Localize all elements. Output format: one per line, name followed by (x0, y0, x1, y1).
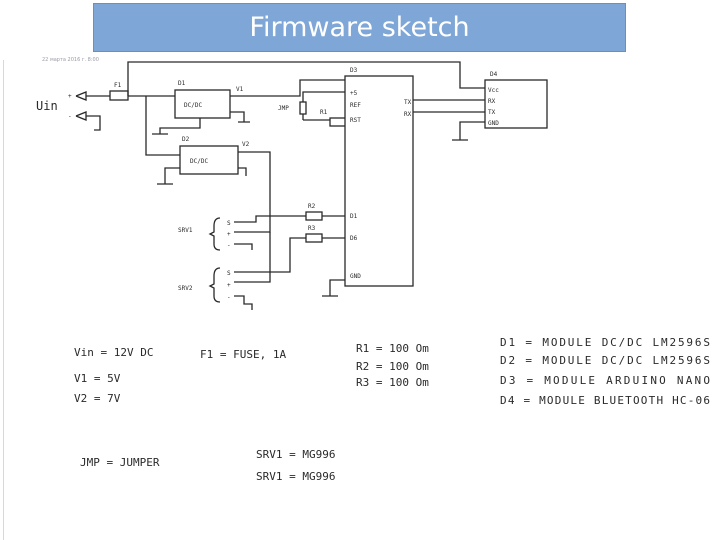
wire-r2 (240, 215, 345, 223)
srv2-pin-plus: + (227, 282, 231, 289)
wire-d1-gnd (152, 118, 201, 135)
resistor-r2-label: R2 (308, 203, 316, 210)
jumper-label: JMP (278, 105, 289, 112)
module-d3-label: D3 (350, 67, 358, 74)
wire-d4-gnd (452, 121, 485, 141)
input-label: Uin (36, 99, 58, 113)
input-minus-terminal (75, 111, 101, 131)
d3-pin-ref: REF (350, 102, 361, 109)
input-plus-terminal (75, 91, 110, 101)
module-d3 (344, 75, 414, 287)
slide-title: Firmware sketch (249, 12, 470, 43)
module-d2 (179, 145, 239, 175)
title-banner: Firmware sketch (93, 3, 626, 52)
input-pin-minus: - (68, 113, 72, 120)
legend-d4: D4 = MODULE BLUETOOTH HC-06 (500, 394, 710, 407)
srv2-pin-minus: - (227, 294, 231, 301)
wire-top-bus (127, 61, 461, 96)
resistor-r3 (305, 233, 323, 243)
srv1-pin-plus: + (227, 231, 231, 238)
d3-pin-d6: D6 (350, 235, 358, 242)
srv1-label: SRV1 (178, 227, 193, 234)
module-d2-text: DC/DC (190, 158, 208, 165)
srv1-brace (208, 217, 221, 251)
legend-srv2: SRV1 = MG996 (256, 470, 335, 483)
legend-srv1: SRV1 = MG996 (256, 448, 335, 461)
input-pin-plus: + (68, 93, 72, 100)
wire-jumper (302, 91, 345, 102)
capture-date: 22 марта 2016 г. 8:00 (42, 57, 99, 63)
module-d4 (484, 79, 548, 129)
legend-r3: R3 = 100 Om (356, 376, 429, 389)
resistor-r3-label: R3 (308, 225, 316, 232)
d3-pin-tx: TX (404, 99, 412, 106)
d4-pin-gnd: GND (488, 120, 499, 127)
jumper-symbol (299, 101, 307, 115)
wire-d3-gnd (322, 279, 345, 297)
d3-pin-rst: RST (350, 117, 361, 124)
module-d1 (174, 89, 231, 119)
wire-d1-gnd2 (230, 111, 250, 123)
d4-pin-vcc: Vcc (488, 87, 499, 94)
legend-d1: D1 = MODULE DC/DC LM2596S (500, 336, 710, 349)
srv2-label: SRV2 (178, 285, 193, 292)
module-d2-out-label: V2 (242, 141, 250, 148)
legend-v2: V2 = 7V (74, 392, 121, 405)
d3-pin-gnd: GND (350, 273, 361, 280)
d4-pin-tx: TX (488, 109, 496, 116)
srv2-pin-s: S (227, 270, 231, 277)
srv2-pins (234, 271, 253, 310)
wire-d2-out (238, 151, 271, 233)
d3-pin-5v: +5 (350, 90, 358, 97)
legend-d3: D3 = MODULE ARDUINO NANO (500, 374, 710, 387)
wire-d2-gnd2 (238, 167, 247, 176)
srv1-pin-s: S (227, 220, 231, 227)
srv1-pin-minus: - (227, 242, 231, 249)
resistor-r1 (329, 117, 347, 127)
resistor-r1-label: R1 (320, 109, 328, 116)
wire-bus-d2 (145, 96, 180, 156)
d3-pin-d1: D1 (350, 213, 358, 220)
fuse-symbol (109, 90, 129, 101)
legend-d2: D2 = MODULE DC/DC LM2596S (500, 354, 710, 367)
fuse-label: F1 (114, 82, 122, 89)
module-d2-label: D2 (182, 136, 190, 143)
module-d1-text: DC/DC (184, 102, 202, 109)
srv2-brace (208, 267, 221, 303)
wire-r3 (240, 237, 345, 273)
wire-v2-srv2 (240, 232, 271, 283)
wire-d1-out (230, 79, 345, 97)
module-d1-label: D1 (178, 80, 186, 87)
module-d1-out-label: V1 (236, 86, 244, 93)
wire-d4-vcc (459, 80, 485, 89)
d3-pin-rx: RX (404, 111, 412, 118)
srv1-pins (234, 221, 253, 250)
d4-pin-rx: RX (488, 98, 496, 105)
legend-v1: V1 = 5V (74, 372, 121, 385)
legend-r1: R1 = 100 Om (356, 342, 429, 355)
legend-vin: Vin = 12V DC (74, 346, 153, 359)
legend-r2: R2 = 100 Om (356, 360, 429, 373)
slide-left-border (3, 60, 4, 540)
legend-jmp: JMP = JUMPER (80, 456, 160, 469)
legend-fuse: F1 = FUSE, 1A (200, 348, 286, 361)
resistor-r2 (305, 211, 323, 221)
module-d4-label: D4 (490, 71, 498, 78)
wire-d2-gnd (157, 167, 180, 185)
